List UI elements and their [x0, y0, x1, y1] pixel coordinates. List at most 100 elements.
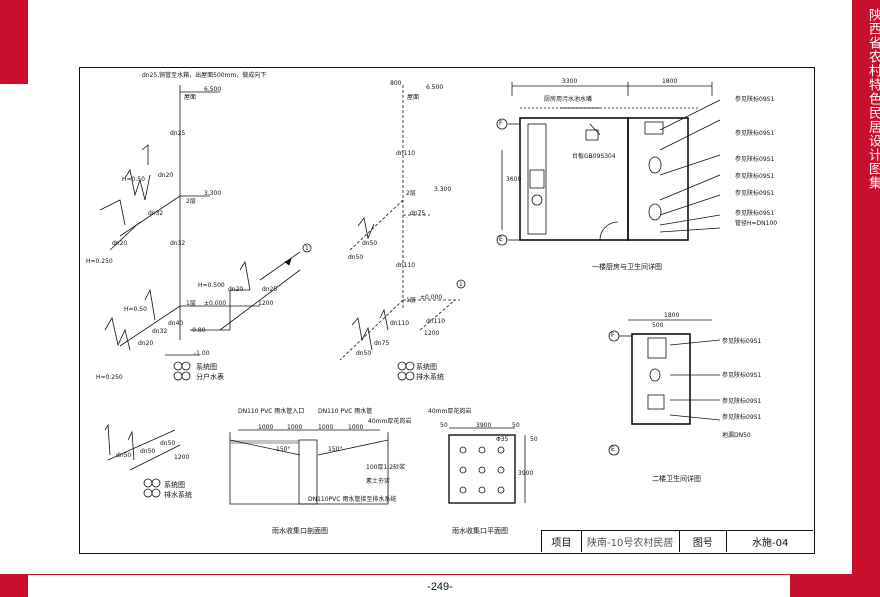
d2-pipe-label: dn50 [362, 240, 378, 247]
d1-caption-main: 系统图 [196, 363, 217, 371]
d6-angle-right: 150° [328, 446, 343, 453]
d4-note: 参见陕标09S1 [722, 338, 762, 345]
d3-note: 参见陕标09S1 [735, 210, 775, 217]
d3-note: 台板GB09S304 [572, 153, 616, 160]
side-title: 陕西省农村特色民居设计图集 [866, 8, 880, 190]
d1-pipe-label: dn25 [170, 130, 186, 137]
d4-grid-f: F [611, 332, 615, 339]
d2-floor-1: 1层 [406, 297, 416, 304]
d3-note: 管径H=DN100 [735, 220, 778, 227]
d1-pipe-label: dn20 [138, 340, 154, 347]
d1-elev-2f: 3.300 [204, 190, 222, 197]
d3-note: 参见陕标09S1 [735, 190, 775, 197]
d1-pipe-label: dn32 [170, 240, 186, 247]
d2-floor-2: 2层 [406, 190, 416, 197]
d3-note: 参见陕标09S1 [735, 156, 775, 163]
d2-grid-1: 1 [459, 281, 463, 288]
d4-grid-e: E [611, 446, 615, 453]
d6-dim: 1000 [287, 424, 303, 431]
d6-angle-left: 150° [276, 446, 291, 453]
d1-note-top: dn25,铜管至水箱，出屋面500mm，做成向下 [142, 72, 267, 79]
d7-dim-side: 3900 [518, 470, 534, 477]
d6-label-top-left: DN110 PVC 雨水管入口 [238, 408, 305, 415]
bottom-band-right [790, 575, 852, 597]
d1-elev-pipe: -0.80 [190, 327, 206, 334]
corner-band-top-left [0, 0, 28, 84]
d5-pipe-label: dn50 [116, 452, 132, 459]
d1-roof-label: 屋面 [184, 94, 197, 101]
d6-dim: 1000 [258, 424, 274, 431]
d4-dim: 500 [652, 322, 664, 329]
drawing-no-label: 图号 [680, 531, 728, 552]
d4-dim: 1800 [664, 312, 680, 319]
d1-caption-sub: 分户水表 [196, 373, 224, 381]
d1-h-label: H=0.250 [86, 258, 113, 265]
drawing-linework [99, 82, 721, 505]
d4-note: 参见陕标09S1 [722, 414, 762, 421]
d5-pipe-label: dn50 [160, 440, 176, 447]
project-label: 项目 [542, 531, 582, 552]
d2-elev-2f: 3.300 [434, 186, 452, 193]
d6-caption: 雨水收集口剖面图 [272, 527, 328, 535]
d3-grid-f: F [499, 120, 503, 127]
d3-note: 厨房用污水池水嘴 [544, 96, 593, 103]
d2-pipe-label: dn110 [396, 262, 416, 269]
d3-grid-e: E [499, 236, 503, 243]
d4-note: 参见陕标09S1 [722, 372, 762, 379]
d1-dim-1200: 1200 [258, 300, 274, 307]
d2-pipe-label: dn75 [410, 210, 426, 217]
d4-note: 地漏DN50 [722, 432, 751, 439]
d7-hole-note: Φ35 [496, 436, 509, 443]
d2-pipe-label: dn75 [374, 340, 390, 347]
d1-h-label: H=0.250 [96, 374, 123, 381]
d6-dim: 1000 [318, 424, 334, 431]
d6-label-top-right: DN110 PVC 雨水管 [318, 408, 373, 415]
d1-h-label: H=0.50 [124, 306, 147, 313]
d1-elev-1f: ±0.000 [204, 300, 227, 307]
d7-caption: 雨水收集口平面图 [452, 527, 508, 535]
d1-floor-1: 1层 [186, 300, 196, 307]
d6-bottom-label: DN110PVC 雨水管接至排水系统 [308, 496, 397, 503]
d1-elev-base: -1.00 [194, 350, 210, 357]
d2-elev-1f: ±0.000 [420, 294, 443, 301]
d3-dim: 3600 [506, 176, 522, 183]
d3-note: 参见陕标09S1 [735, 96, 775, 103]
d1-pipe-label: dn20 [158, 172, 174, 179]
d2-caption-main: 系统图 [416, 363, 437, 371]
d3-dim: 1800 [662, 78, 678, 85]
d1-h-label: H=0.50 [122, 176, 145, 183]
d2-pipe-label: dn110 [426, 318, 446, 325]
d7-dim-top: 3900 [476, 422, 492, 429]
project-value: 陕南-10号农村民居 [582, 531, 680, 552]
side-band [852, 0, 880, 597]
d7-dim-right: 50 [512, 422, 520, 429]
d2-caption-sub: 排水系统 [416, 373, 444, 381]
d7-label-top: 40mm厚花岗岩 [428, 408, 472, 415]
bottom-band-left [0, 575, 28, 597]
d3-dim: 3300 [562, 78, 578, 85]
d1-pipe-label: dn25 [262, 286, 278, 293]
d2-pipe-label: dn50 [348, 254, 364, 261]
d4-note: 参见陕标09S1 [722, 398, 762, 405]
d5-pipe-label: dn50 [140, 448, 156, 455]
d1-pipe-label: dn20 [228, 286, 244, 293]
d2-roof-label: 屋面 [407, 94, 420, 101]
d1-pipe-label: dn32 [152, 328, 168, 335]
d5-caption-sub: 排水系统 [164, 491, 192, 499]
d6-layer-label: 100厚1:2砂浆 [366, 464, 406, 471]
drawing-frame [79, 67, 815, 554]
d6-label-right-top: 40mm厚花岗岩 [368, 418, 412, 425]
d1-h-label: H=0.500 [198, 282, 225, 289]
title-block: 项目 陕南-10号农村民居 图号 水施-04 [541, 530, 813, 552]
d1-pipe-label: dn40 [168, 320, 184, 327]
d3-note: 参见陕标09S1 [735, 130, 775, 137]
d1-grid-1: 1 [305, 245, 309, 252]
d7-dim-left: 50 [440, 422, 448, 429]
d2-dim-800: 800 [390, 80, 402, 87]
d4-caption: 二楼卫生间详图 [652, 475, 701, 483]
d2-elev-roof: 6.500 [426, 84, 444, 91]
d1-pipe-label: dn32 [148, 210, 164, 217]
d2-pipe-label: dn50 [356, 350, 372, 357]
drawing-no-value: 水施-04 [752, 538, 789, 549]
d6-dim: 1000 [348, 424, 364, 431]
